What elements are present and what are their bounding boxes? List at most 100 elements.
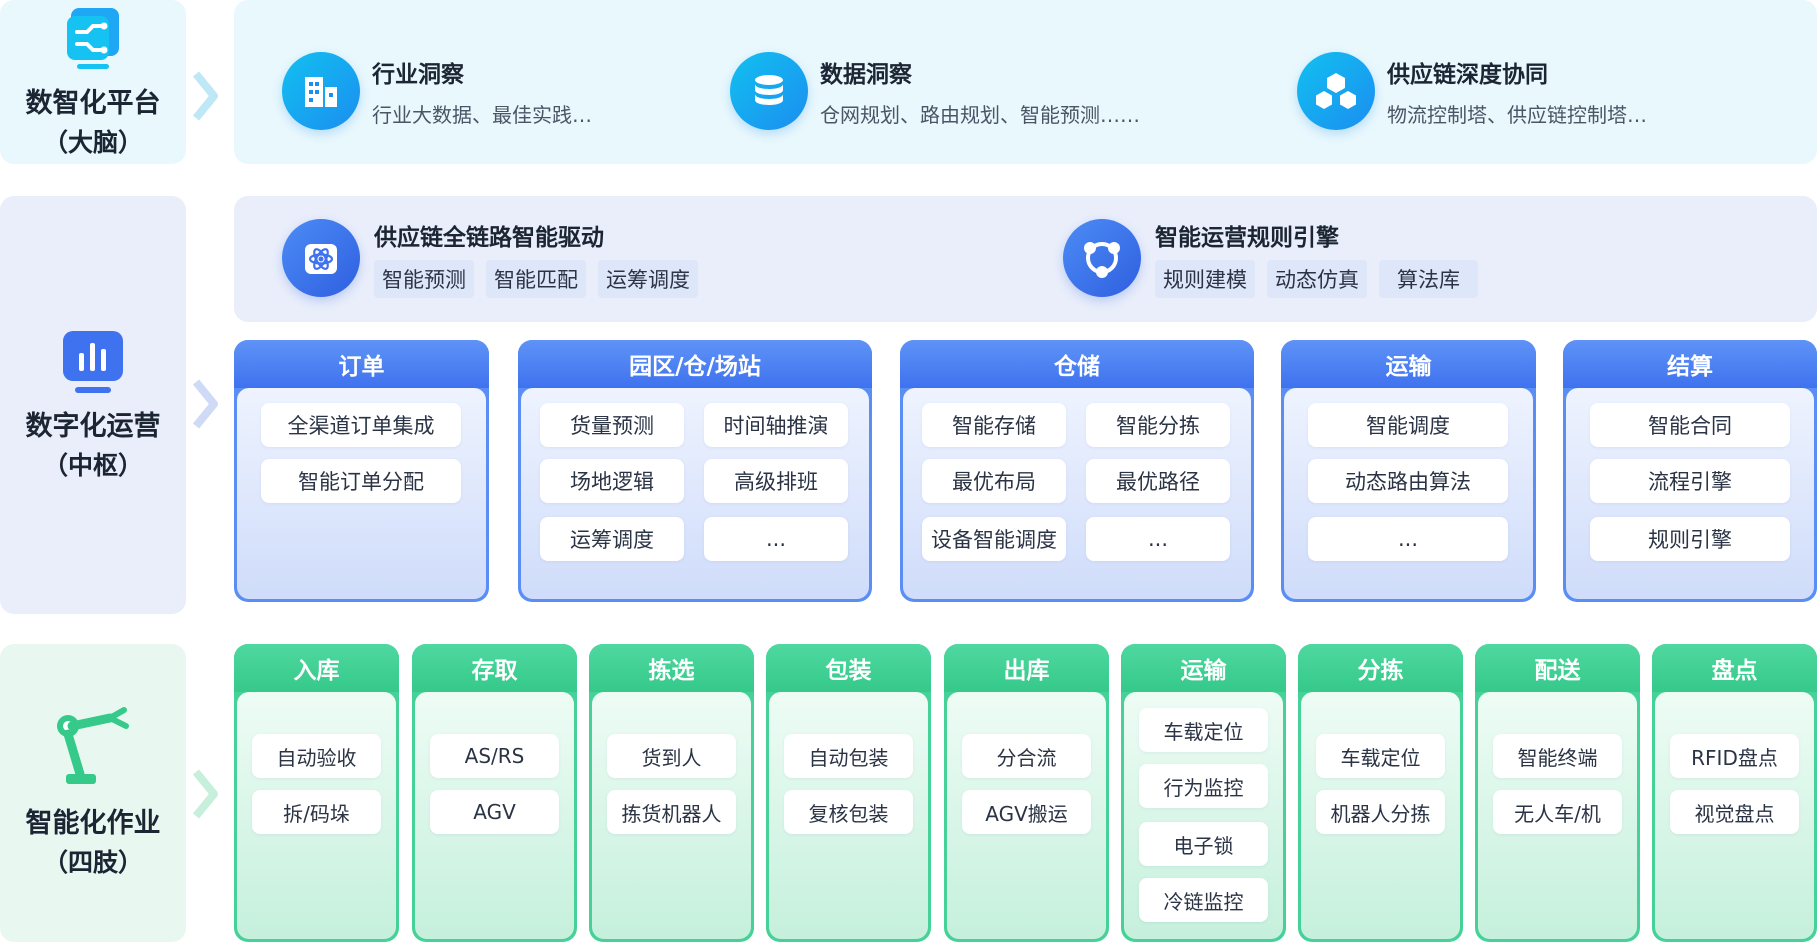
op-card-packing: 包装 自动包装 复核包装 xyxy=(766,644,931,942)
op-item: AGV搬运 xyxy=(962,790,1091,834)
insight-title: 行业洞察 xyxy=(372,61,464,88)
module-title: 订单 xyxy=(234,340,489,388)
driver-title: 供应链全链路智能驱动 xyxy=(374,225,604,251)
driver-tag: 算法库 xyxy=(1379,260,1478,298)
driver-tag: 规则建模 xyxy=(1155,260,1255,298)
module-item: 智能合同 xyxy=(1590,403,1790,447)
insight-data: 数据洞察 仓网规划、路由规划、智能预测…… xyxy=(730,52,1140,130)
op-item: 分合流 xyxy=(962,734,1091,778)
op-item: RFID盘点 xyxy=(1670,734,1799,778)
driver-full-chain: 供应链全链路智能驱动 智能预测 智能匹配 运筹调度 xyxy=(282,218,698,298)
driver-tag: 智能预测 xyxy=(374,260,474,298)
platform-subtitle: （大脑） xyxy=(42,128,143,157)
module-item: ... xyxy=(1308,517,1508,561)
module-item: ... xyxy=(704,517,848,561)
platform-band xyxy=(234,0,1817,164)
op-title: 包装 xyxy=(766,644,931,692)
chevron-right-icon xyxy=(192,379,218,429)
insight-desc: 物流控制塔、供应链控制塔… xyxy=(1387,102,1647,127)
module-title: 仓储 xyxy=(900,340,1254,388)
op-item: 无人车/机 xyxy=(1493,790,1622,834)
driver-rule-engine: 智能运营规则引擎 规则建模 动态仿真 算法库 xyxy=(1063,218,1478,298)
bar-chart-monitor-icon xyxy=(57,325,129,397)
share-nodes-icon xyxy=(1063,219,1141,297)
insight-supply-chain: 供应链深度协同 物流控制塔、供应链控制塔… xyxy=(1297,52,1647,130)
op-title: 入库 xyxy=(234,644,399,692)
module-item: 时间轴推演 xyxy=(704,403,848,447)
op-title: 分拣 xyxy=(1298,644,1463,692)
op-title: 盘点 xyxy=(1652,644,1817,692)
module-item: 运筹调度 xyxy=(540,517,684,561)
module-card-transport: 运输 智能调度 动态路由算法 ... xyxy=(1281,340,1536,602)
module-card-park: 园区/仓/场站 货量预测 时间轴推演 场地逻辑 高级排班 运筹调度 ... xyxy=(518,340,872,602)
module-item: ... xyxy=(1086,517,1230,561)
platform-title: 数智化平台 xyxy=(25,88,161,119)
module-item: 最优布局 xyxy=(922,459,1066,503)
module-item: 全渠道订单集成 xyxy=(261,403,461,447)
execution-label-panel: 智能化作业 （四肢） xyxy=(0,644,186,942)
op-card-inventory: 盘点 RFID盘点 视觉盘点 xyxy=(1652,644,1817,942)
insight-industry: 行业洞察 行业大数据、最佳实践… xyxy=(282,52,592,130)
op-item: 机器人分拣 xyxy=(1316,790,1445,834)
op-item: 电子锁 xyxy=(1139,822,1268,866)
op-title: 出库 xyxy=(944,644,1109,692)
module-title: 结算 xyxy=(1563,340,1817,388)
module-item: 高级排班 xyxy=(704,459,848,503)
module-item: 智能订单分配 xyxy=(261,459,461,503)
op-title: 配送 xyxy=(1475,644,1640,692)
insight-title: 供应链深度协同 xyxy=(1387,61,1548,88)
module-card-order: 订单 全渠道订单集成 智能订单分配 xyxy=(234,340,489,602)
op-card-delivery: 配送 智能终端 无人车/机 xyxy=(1475,644,1640,942)
operation-label-panel: 数字化运营 （中枢） xyxy=(0,196,186,614)
op-card-sorting: 分拣 车载定位 机器人分拣 xyxy=(1298,644,1463,942)
op-item: 复核包装 xyxy=(784,790,913,834)
module-item: 动态路由算法 xyxy=(1308,459,1508,503)
building-icon xyxy=(282,52,360,130)
module-card-settlement: 结算 智能合同 流程引擎 规则引擎 xyxy=(1563,340,1817,602)
op-item: 智能终端 xyxy=(1493,734,1622,778)
cube-network-icon xyxy=(1297,52,1375,130)
module-item: 规则引擎 xyxy=(1590,517,1790,561)
op-item: AS/RS xyxy=(430,734,559,778)
op-item: 拆/码垛 xyxy=(252,790,381,834)
op-card-outbound: 出库 分合流 AGV搬运 xyxy=(944,644,1109,942)
op-card-picking: 拣选 货到人 拣货机器人 xyxy=(589,644,754,942)
op-item: 行为监控 xyxy=(1139,764,1268,808)
module-item: 智能调度 xyxy=(1308,403,1508,447)
module-item: 货量预测 xyxy=(540,403,684,447)
op-card-transport: 运输 车载定位 行为监控 电子锁 冷链监控 xyxy=(1121,644,1286,942)
chevron-right-icon xyxy=(192,71,218,121)
op-item: 视觉盘点 xyxy=(1670,790,1799,834)
module-item: 场地逻辑 xyxy=(540,459,684,503)
chevron-right-icon xyxy=(192,769,218,819)
module-item: 设备智能调度 xyxy=(922,517,1066,561)
op-title: 存取 xyxy=(412,644,577,692)
module-title: 园区/仓/场站 xyxy=(518,340,872,388)
database-icon xyxy=(730,52,808,130)
module-item: 流程引擎 xyxy=(1590,459,1790,503)
op-item: 车载定位 xyxy=(1139,708,1268,752)
op-item: 车载定位 xyxy=(1316,734,1445,778)
op-title: 运输 xyxy=(1121,644,1286,692)
operation-title: 数字化运营 xyxy=(25,411,161,442)
op-item: 货到人 xyxy=(607,734,736,778)
op-item: 自动包装 xyxy=(784,734,913,778)
module-item: 最优路径 xyxy=(1086,459,1230,503)
module-item: 智能分拣 xyxy=(1086,403,1230,447)
module-item: 智能存储 xyxy=(922,403,1066,447)
op-item: 自动验收 xyxy=(252,734,381,778)
op-item: 拣货机器人 xyxy=(607,790,736,834)
driver-title: 智能运营规则引擎 xyxy=(1155,225,1339,251)
op-title: 拣选 xyxy=(589,644,754,692)
driver-band xyxy=(234,196,1817,322)
operation-subtitle: （中枢） xyxy=(42,451,143,480)
module-card-storage: 仓储 智能存储 智能分拣 最优布局 最优路径 设备智能调度 ... xyxy=(900,340,1254,602)
op-card-storage: 存取 AS/RS AGV xyxy=(412,644,577,942)
op-item: 冷链监控 xyxy=(1139,878,1268,922)
insight-desc: 行业大数据、最佳实践… xyxy=(372,102,592,127)
platform-logo-icon xyxy=(57,2,129,74)
atom-icon xyxy=(282,219,360,297)
insight-title: 数据洞察 xyxy=(820,61,912,88)
op-card-inbound: 入库 自动验收 拆/码垛 xyxy=(234,644,399,942)
robot-arm-icon xyxy=(48,704,138,794)
